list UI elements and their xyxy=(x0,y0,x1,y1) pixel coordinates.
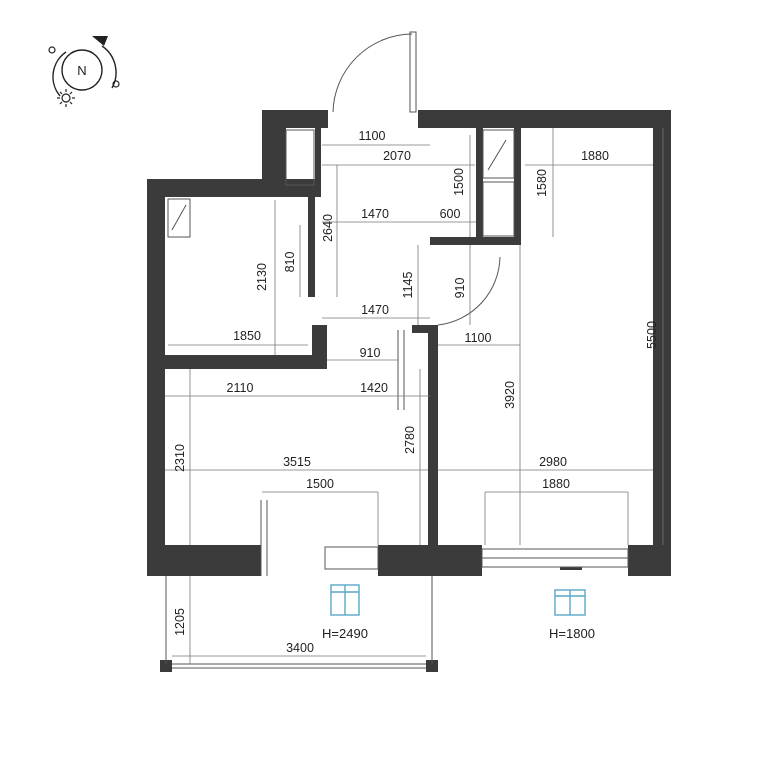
dim-label: 2310 xyxy=(173,444,187,472)
bedroom-door xyxy=(437,256,501,326)
compass: N xyxy=(48,36,120,107)
dim-label: 5500 xyxy=(645,321,659,349)
dim-label: 2070 xyxy=(383,149,411,163)
window-icon-left xyxy=(330,584,360,616)
compass-dot-icon xyxy=(48,46,56,54)
dim-label: 2640 xyxy=(321,214,335,242)
window-height-right: H=1800 xyxy=(549,626,595,641)
compass-ring-right xyxy=(101,45,117,89)
walls xyxy=(147,110,671,576)
dim-label: 2130 xyxy=(255,263,269,291)
dim-label: 3515 xyxy=(283,455,311,469)
windows xyxy=(260,330,629,576)
dim-label: 1880 xyxy=(542,477,570,491)
dim-label: 1880 xyxy=(581,149,609,163)
compass-ring xyxy=(52,51,67,97)
niches xyxy=(167,129,515,238)
dim-label: 3920 xyxy=(503,381,517,409)
dim-label: 2980 xyxy=(539,455,567,469)
window-icon-right xyxy=(554,589,586,616)
compass-pointer-icon xyxy=(92,36,108,46)
compass-icon xyxy=(61,49,103,91)
dim-label: 2780 xyxy=(403,426,417,454)
balcony xyxy=(160,576,438,672)
dim-label: 2110 xyxy=(227,381,254,395)
dim-label: 1580 xyxy=(535,169,549,197)
dim-label: 810 xyxy=(283,252,297,273)
entrance-door xyxy=(332,31,417,113)
dim-label: 1205 xyxy=(173,608,187,636)
dim-label: 1470 xyxy=(361,303,389,317)
dimension-labels: 1100 2070 1880 1500 1580 1470 600 2640 2… xyxy=(173,129,659,655)
dim-label: 1145 xyxy=(401,272,415,299)
dim-label: 1420 xyxy=(360,381,388,395)
dim-label: 1500 xyxy=(306,477,334,491)
dim-label: 910 xyxy=(360,346,381,360)
sun-icon xyxy=(57,89,75,107)
dim-label: 1470 xyxy=(361,207,389,221)
dim-label: 1100 xyxy=(359,129,386,143)
compass-dot-right-icon xyxy=(112,80,120,88)
compass-north-label: N xyxy=(77,63,86,78)
dim-label: 3400 xyxy=(286,641,314,655)
dim-label: 1100 xyxy=(465,331,492,345)
dim-label: 600 xyxy=(440,207,461,221)
dim-label: 1850 xyxy=(233,329,261,343)
dimension-lines xyxy=(165,128,664,664)
window-height-left: H=2490 xyxy=(322,626,368,641)
dim-label: 910 xyxy=(453,278,467,299)
dim-label: 1500 xyxy=(452,168,466,196)
